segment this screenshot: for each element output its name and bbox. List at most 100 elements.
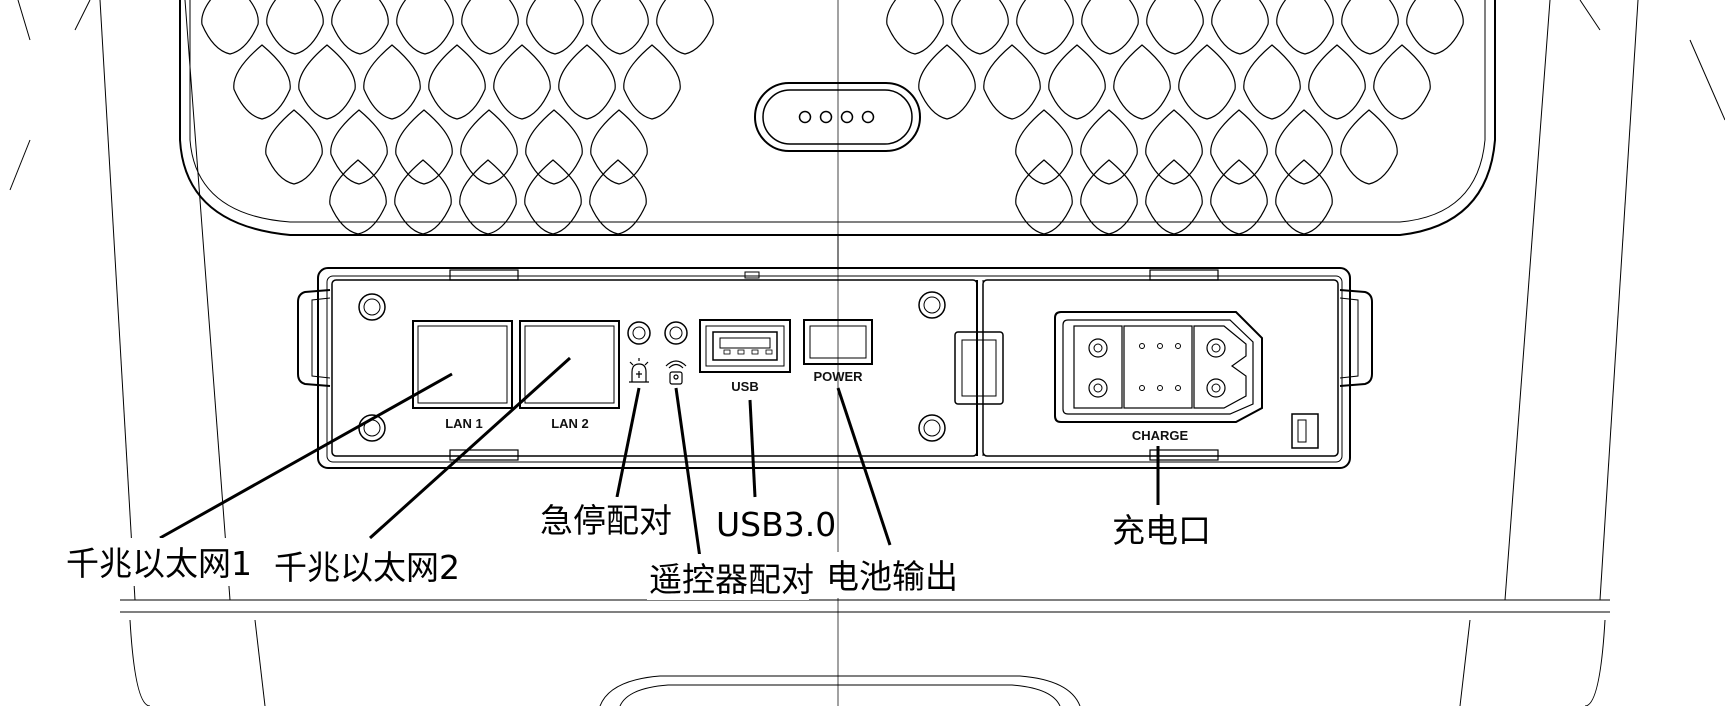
- screw: [923, 296, 941, 314]
- power-output-port[interactable]: [803, 319, 873, 365]
- vent-hole: [1210, 109, 1268, 185]
- remote-pair-button[interactable]: [664, 321, 688, 345]
- panel-latch: [1297, 419, 1307, 443]
- callout-estop-pair: 急停配对: [540, 501, 672, 540]
- vent-hole: [363, 44, 421, 120]
- vent-hole: [1340, 109, 1398, 185]
- leader-lan2: [368, 356, 572, 540]
- vent-hole: [1275, 109, 1333, 185]
- panel-silkscreen: LAN 1 LAN 2 USB POWER CHARGE: [445, 369, 1188, 443]
- vent-hole: [1211, 0, 1269, 55]
- silk-lan2-label: LAN 2: [551, 416, 589, 431]
- vent-hole: [331, 0, 389, 55]
- usb-port[interactable]: [699, 319, 791, 373]
- pogo-pin: [840, 110, 854, 124]
- lan1-port[interactable]: [412, 320, 513, 409]
- vent-hole: [1276, 0, 1334, 55]
- vent-hole: [1373, 44, 1431, 120]
- estop-pair-button[interactable]: [627, 321, 651, 345]
- vent-hole: [1146, 0, 1204, 55]
- estop-icon: [629, 358, 649, 383]
- silk-charge-label: CHARGE: [1132, 428, 1189, 443]
- vent-hole: [526, 0, 584, 55]
- pogo-pin: [861, 110, 875, 124]
- vent-hole: [461, 0, 519, 55]
- callout-labels: 千兆以太网1 千兆以太网2 急停配对 遥控器配对 USB3.0 电池输出 充电口: [64, 497, 1211, 600]
- vent-hole: [1145, 109, 1203, 185]
- vent-hole: [983, 44, 1041, 120]
- leader-remote-pair: [674, 387, 702, 559]
- robot-body-outline: [9, 0, 1725, 707]
- pogo-pin-pad: [754, 82, 921, 152]
- vent-hole: [1081, 0, 1139, 55]
- vent-hole: [1048, 44, 1106, 120]
- remote-control-icon: [665, 360, 687, 385]
- silk-power-label: POWER: [813, 369, 863, 384]
- vent-hole: [591, 0, 649, 55]
- vent-hole: [394, 159, 452, 235]
- panel-latch: [1291, 413, 1319, 449]
- leader-usb: [748, 399, 757, 498]
- vent-hole: [493, 44, 551, 120]
- lan2-port[interactable]: [519, 320, 620, 409]
- vent-hole: [558, 44, 616, 120]
- vent-hole: [1308, 44, 1366, 120]
- pogo-pin: [819, 110, 833, 124]
- vent-hole: [1406, 0, 1464, 55]
- vent-hole: [1145, 159, 1203, 235]
- silk-usb-label: USB: [731, 379, 758, 394]
- callout-lan2: 千兆以太网2: [274, 548, 460, 587]
- callout-charge: 充电口: [1112, 511, 1211, 550]
- vent-hole: [1341, 0, 1399, 55]
- leader-lan1: [159, 372, 453, 540]
- grille-housing: [179, 0, 1496, 270]
- callout-remote-pair: 遥控器配对: [649, 560, 814, 599]
- grille-vent-holes: [201, 0, 1464, 235]
- vent-hole: [656, 0, 714, 55]
- silk-lan1-label: LAN 1: [445, 416, 483, 431]
- callout-leaders: [159, 356, 1160, 559]
- vent-hole: [330, 109, 388, 185]
- callout-lan1: 千兆以太网1: [66, 544, 252, 583]
- io-panel: [297, 267, 1373, 469]
- vent-hole: [525, 109, 583, 185]
- vent-hole: [1015, 159, 1073, 235]
- vent-hole: [1113, 44, 1171, 120]
- vent-hole: [428, 44, 486, 120]
- vent-hole: [1015, 109, 1073, 185]
- screw: [358, 293, 386, 321]
- vent-hole: [396, 0, 454, 55]
- screw: [923, 419, 941, 437]
- screw: [358, 414, 386, 442]
- screw: [918, 291, 946, 319]
- vent-hole: [395, 109, 453, 185]
- pogo-pin: [798, 110, 812, 124]
- callout-battery-out: 电池输出: [826, 557, 958, 596]
- vent-hole: [1178, 44, 1236, 120]
- vent-hole: [886, 0, 944, 55]
- vent-hole: [298, 44, 356, 120]
- vent-hole: [459, 159, 517, 235]
- vent-hole: [589, 159, 647, 235]
- vent-hole: [1210, 159, 1268, 235]
- screw: [363, 298, 381, 316]
- vent-hole: [329, 159, 387, 235]
- vent-hole: [460, 109, 518, 185]
- charge-connector[interactable]: [1054, 311, 1263, 423]
- vent-hole: [1080, 109, 1138, 185]
- vent-hole: [1275, 159, 1333, 235]
- screw: [918, 414, 946, 442]
- vent-hole: [951, 0, 1009, 55]
- vent-hole: [233, 44, 291, 120]
- vent-hole: [1243, 44, 1301, 120]
- vent-hole: [918, 44, 976, 120]
- callout-usb: USB3.0: [716, 505, 836, 544]
- leader-battery-out: [836, 387, 892, 546]
- vent-hole: [1080, 159, 1138, 235]
- leader-estop-pair: [615, 387, 641, 498]
- vent-hole: [265, 109, 323, 185]
- vent-hole: [524, 159, 582, 235]
- vent-hole: [201, 0, 259, 55]
